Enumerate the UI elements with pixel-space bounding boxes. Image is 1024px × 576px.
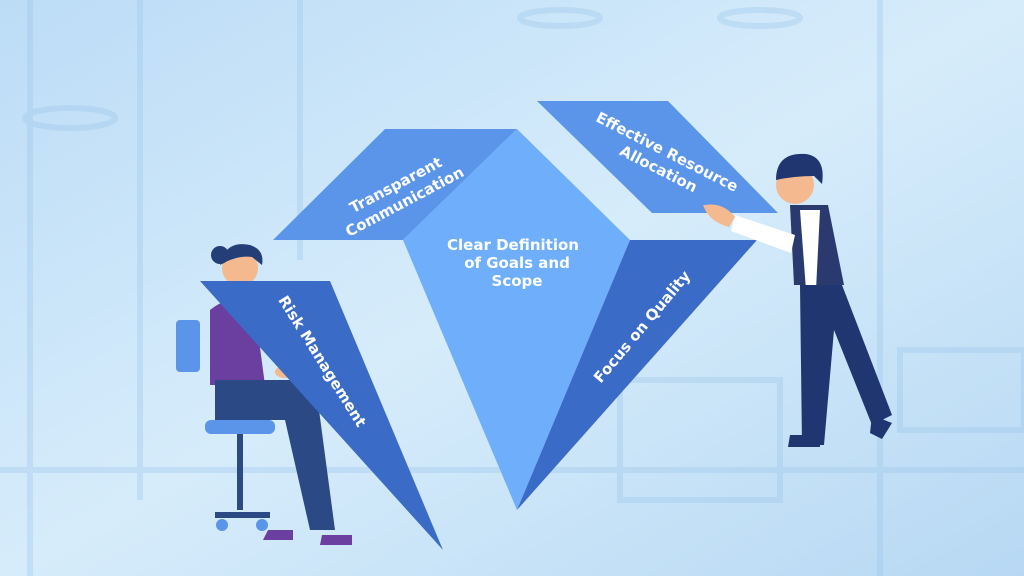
seated-woman-illustration	[176, 244, 352, 545]
facet-focus-on-quality	[517, 240, 757, 510]
clear-definition-line3: Scope	[492, 272, 543, 290]
standing-man-illustration	[703, 153, 892, 447]
facet-risk-management	[200, 281, 443, 550]
label-clear-definition: Clear Definition of Goals and Scope	[447, 236, 579, 290]
facet-clear-definition	[403, 129, 630, 510]
facet-transparent-communication	[273, 129, 517, 240]
facet-effective-resource-allocation	[537, 101, 778, 213]
clear-definition-line1: Clear Definition	[447, 236, 579, 254]
clear-definition-line2: of Goals and	[464, 254, 570, 272]
